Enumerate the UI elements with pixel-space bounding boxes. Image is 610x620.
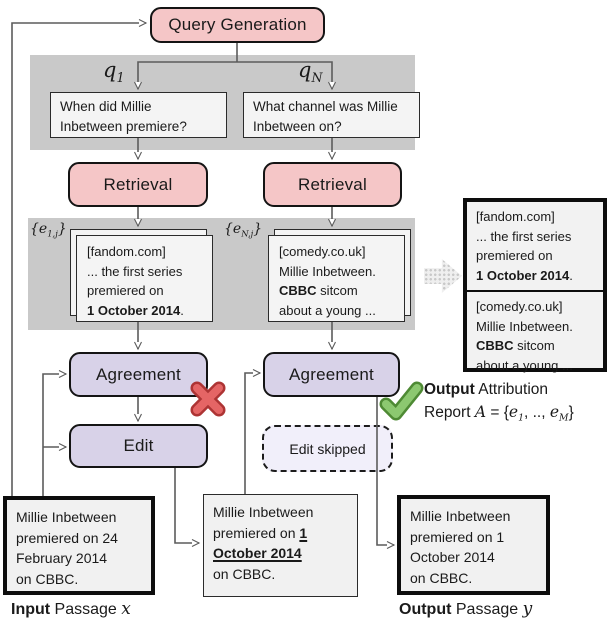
query-right-box: What channel was Millie Inbetween on? [243,92,420,138]
connector-edit-to-revised [174,468,201,547]
revised-passage-box: Millie Inbetween premiered on 1 October … [203,494,358,597]
enj-math-label: {eN,j} [224,221,263,239]
qn-math-label: qN [298,58,323,86]
output-passage-box: Millie Inbetween premiered on 1 October … [397,495,550,595]
q1-math-label: q1 [103,58,125,86]
agreement-right-node: Agreement [263,352,400,397]
input-passage-caption: Input Passage x [11,599,131,619]
input-passage-box: Millie Inbetween premiered on 24 Februar… [3,496,155,595]
disagree-cross-icon [190,381,226,417]
report-evidence-1: [fandom.com] ... the first series premie… [467,202,603,292]
query-left-box: When did Millie Inbetween premiere? [50,92,227,138]
attribution-report-box: [fandom.com] ... the first series premie… [463,198,607,373]
evidence-right-card: [comedy.co.uk] Millie Inbetween. CBBC si… [268,235,405,322]
query-generation-label: Query Generation [168,15,307,34]
output-passage-caption: Output Passage y [399,599,533,619]
right-arrow-icon [424,259,462,293]
report-caption: Output Attribution Report A = {e1, .., e… [424,381,574,425]
report-evidence-2: [comedy.co.uk] Millie Inbetween. CBBC si… [476,299,573,373]
retrieval-right-node: Retrieval [263,162,402,207]
connector-revised-to-agreement-right [244,369,262,494]
evidence-left-card: [fandom.com] ... the first series premie… [76,235,213,322]
edit-skipped-node: Edit skipped [262,425,393,472]
query-generation-node: Query Generation [150,7,325,43]
retrieval-left-node: Retrieval [68,162,208,207]
connector-input-to-agreement-left [42,370,68,496]
agree-check-icon [379,381,424,421]
e1j-math-label: {e1,j} [30,221,67,239]
edit-node: Edit [69,424,208,468]
